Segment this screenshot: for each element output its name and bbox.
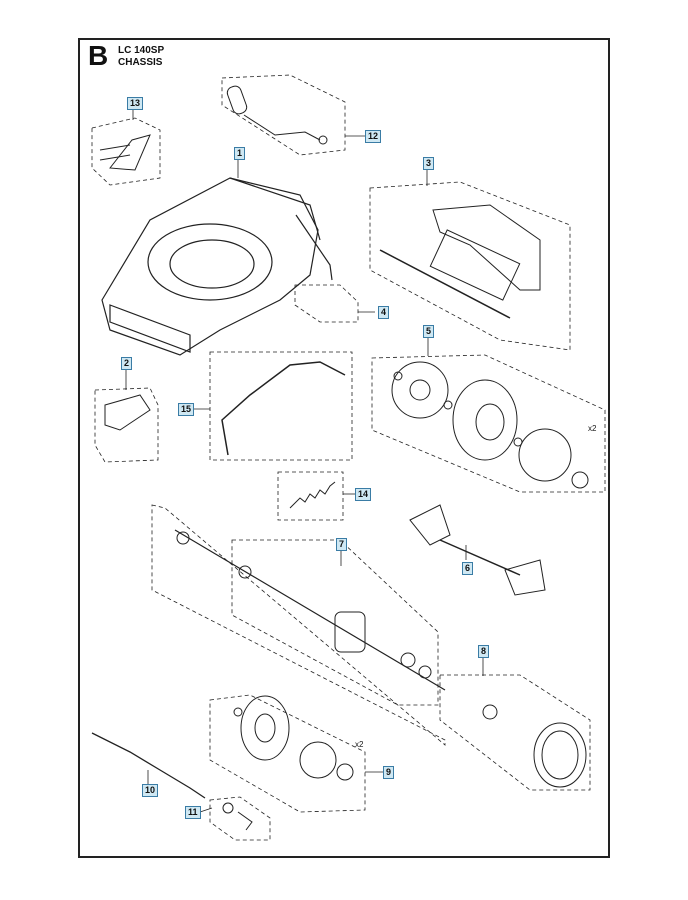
boundary-11 [209, 796, 271, 841]
callout-10: 10 [142, 784, 159, 797]
front-wheel-assembly [391, 361, 589, 489]
rear-flap [379, 204, 541, 319]
callout-13: 13 [127, 97, 144, 110]
qty-rear-wheel: x2 [355, 740, 364, 749]
qty-front-wheel: x2 [588, 424, 597, 433]
height-lever [226, 85, 328, 145]
cable-clip [222, 802, 253, 831]
callout-5: 5 [423, 325, 435, 338]
callout-7: 7 [336, 538, 348, 551]
boundary-5 [371, 354, 606, 493]
boundary-4 [294, 284, 359, 323]
handle-rod [221, 361, 346, 456]
rear-hub-assembly [482, 704, 587, 788]
boundary-14 [277, 471, 344, 521]
rear-wheel-assembly [233, 695, 354, 781]
boundary-9 [209, 694, 366, 813]
callout-1: 1 [234, 147, 246, 160]
leader-lines [125, 108, 484, 813]
model-name: LC 140SP [118, 45, 165, 56]
mower-deck [101, 177, 333, 356]
height-ratchet [99, 134, 151, 171]
spring [289, 481, 336, 509]
callout-11: 11 [185, 806, 201, 819]
drive-axle [174, 529, 446, 691]
drawing-frame [78, 38, 610, 858]
cover-plate [104, 394, 151, 431]
callout-2: 2 [121, 357, 133, 370]
boundary-2 [94, 387, 159, 463]
group-boundaries [91, 74, 606, 841]
diagram-title: LC 140SP CHASSIS [118, 45, 164, 69]
callout-12: 12 [365, 130, 382, 143]
boundary-7-outer [151, 504, 446, 746]
callout-8: 8 [478, 645, 490, 658]
callout-9: 9 [383, 766, 395, 779]
boundary-13 [91, 117, 161, 186]
callout-15: 15 [178, 403, 195, 416]
callout-6: 6 [462, 562, 474, 575]
callout-3: 3 [423, 157, 435, 170]
boundary-8 [439, 674, 591, 791]
boundary-12 [221, 74, 346, 156]
section-letter: B [88, 40, 109, 71]
boundary-15 [209, 351, 353, 461]
callout-14: 14 [355, 488, 372, 501]
group-name: CHASSIS [118, 57, 163, 68]
callout-4: 4 [378, 306, 390, 319]
axle-bracket [409, 504, 546, 596]
drive-cable [91, 732, 206, 799]
